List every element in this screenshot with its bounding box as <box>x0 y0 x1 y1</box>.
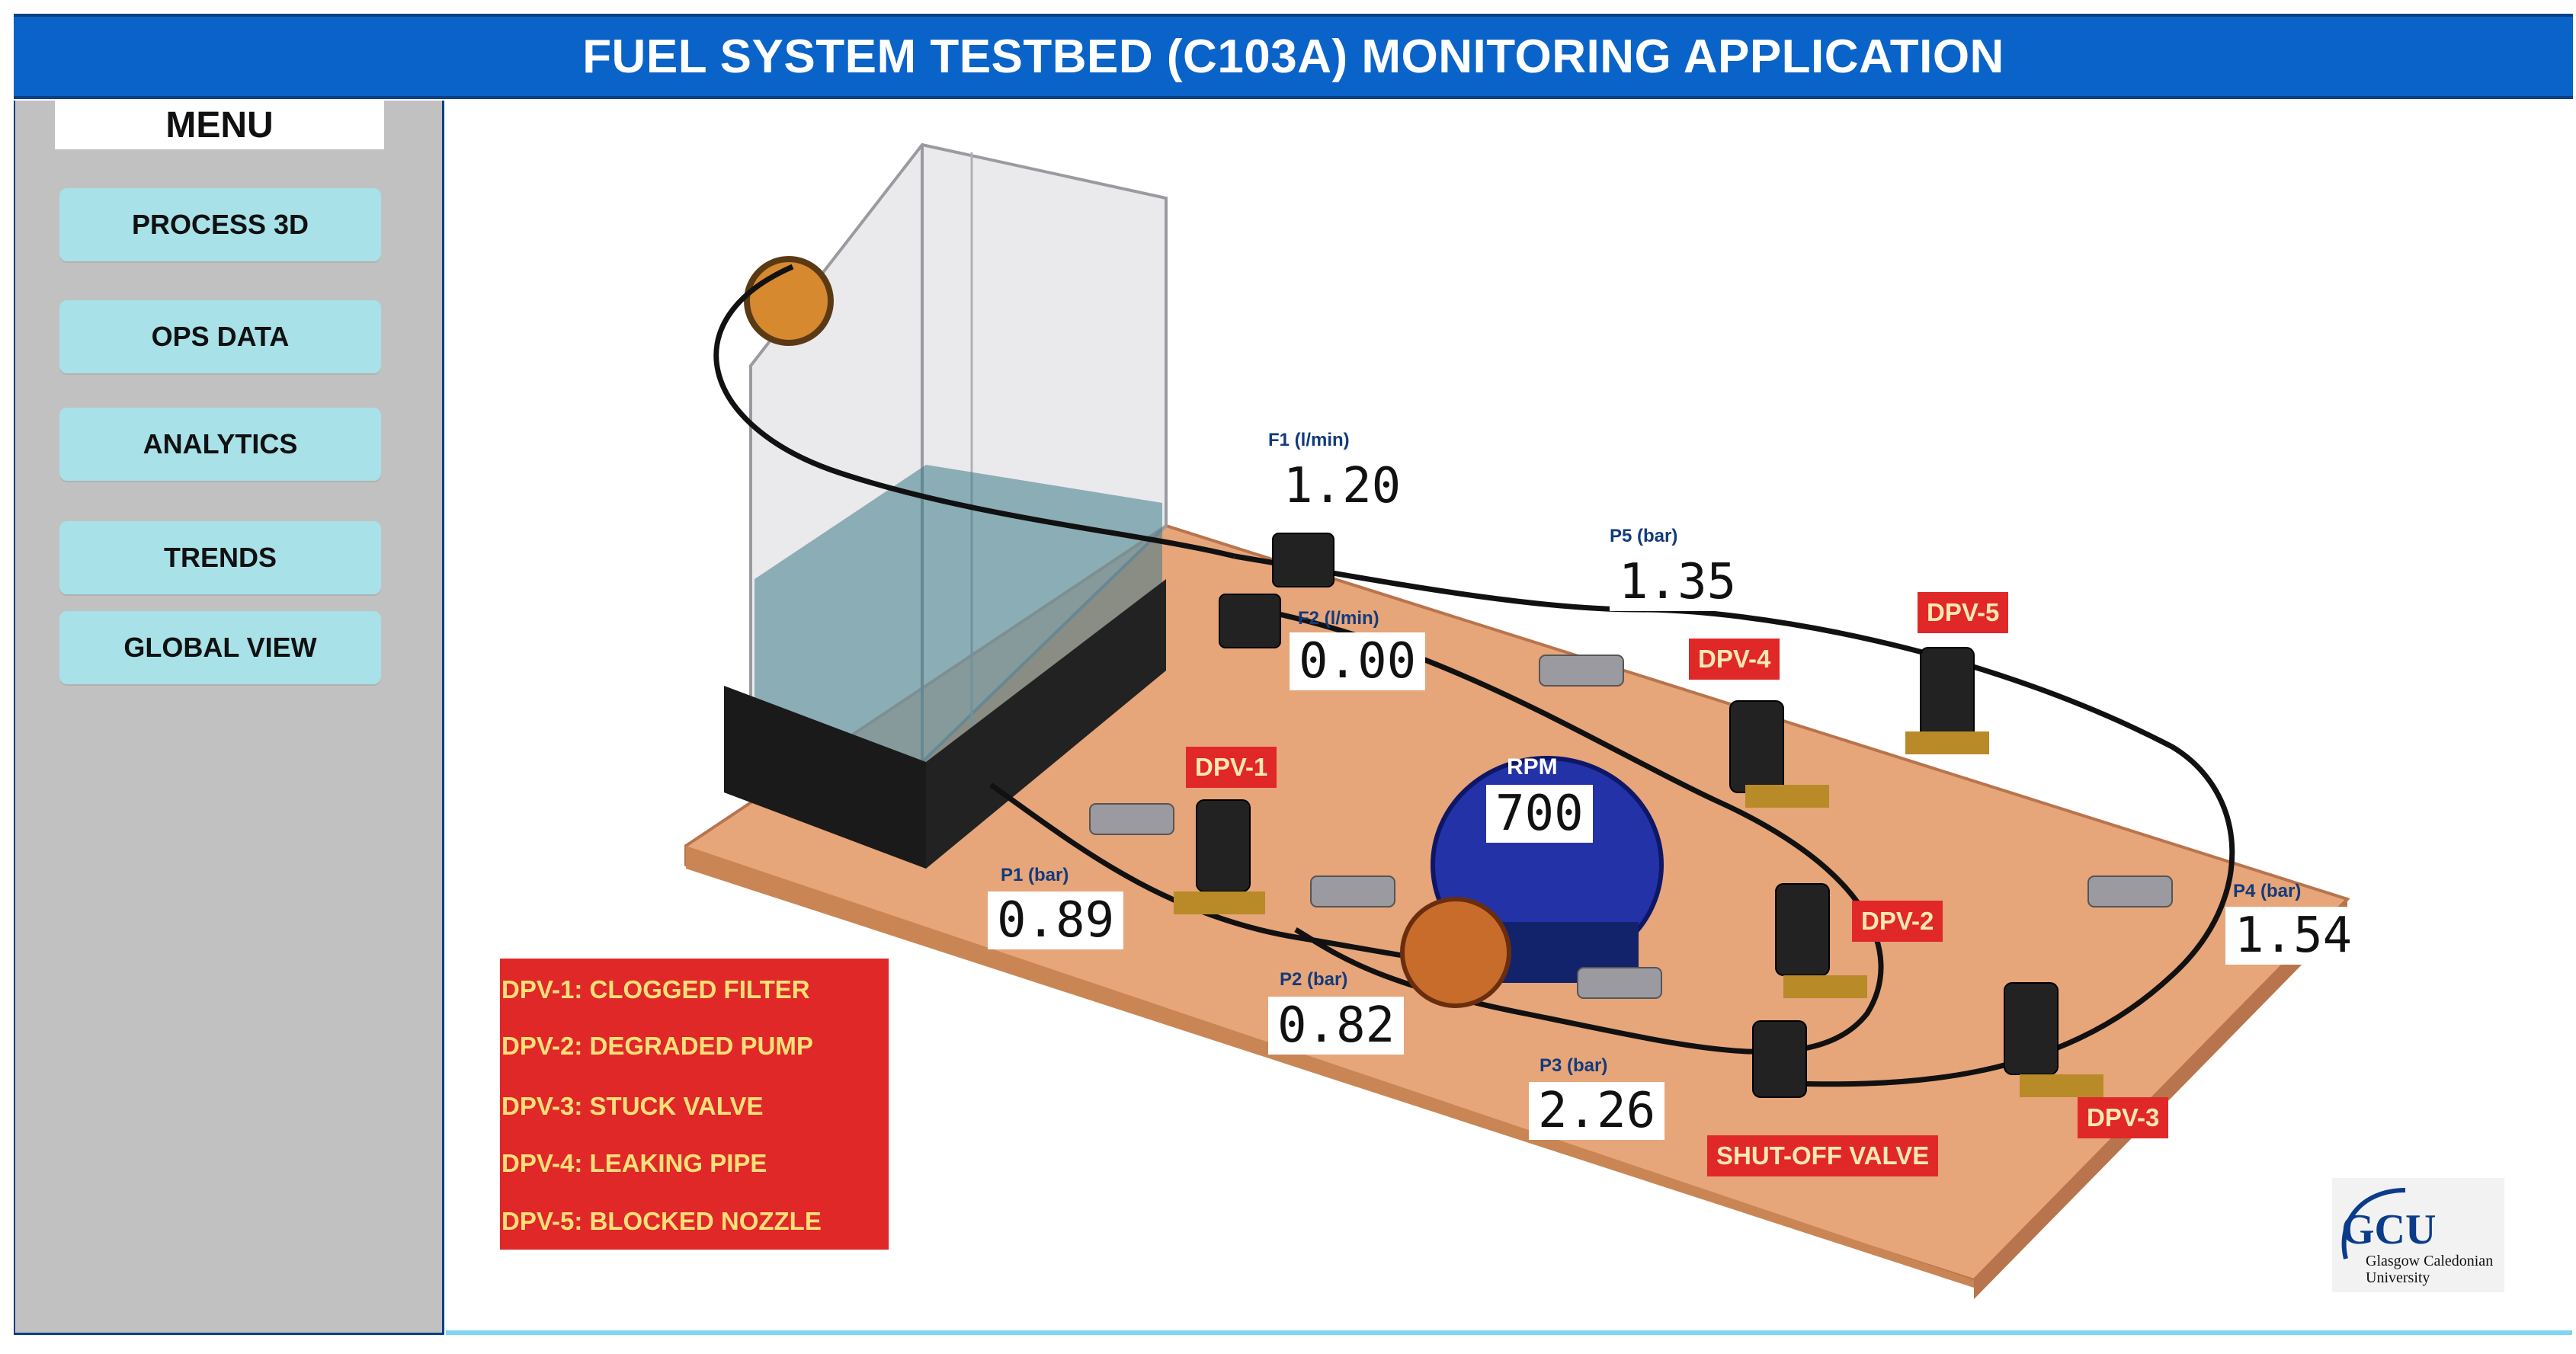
readout-p4: 1.54 <box>2225 907 2362 965</box>
fuel-tank <box>724 142 1168 869</box>
label-f2: F2 (l/min) <box>1298 608 1379 629</box>
pressure-sensor-p3 <box>1577 967 1662 999</box>
menu-button-ops-data[interactable]: OPS DATA <box>59 300 381 373</box>
gcu-logo: GCU Glasgow Caledonian University <box>2332 1178 2504 1292</box>
valve-dpv2 <box>1775 883 1830 976</box>
return-hose <box>713 264 1235 559</box>
menu-button-global-view[interactable]: GLOBAL VIEW <box>59 611 381 684</box>
legend-item-dpv3: DPV-3: STUCK VALVE <box>501 1092 764 1120</box>
label-p3: P3 (bar) <box>1540 1055 1608 1076</box>
label-p2: P2 (bar) <box>1280 969 1348 990</box>
shutoff-valve-body <box>1752 1020 1807 1098</box>
valve-dpv4 <box>1729 700 1784 793</box>
label-f1: F1 (l/min) <box>1268 430 1350 450</box>
legend-item-dpv5: DPV-5: BLOCKED NOZZLE <box>501 1207 822 1235</box>
label-p4: P4 (bar) <box>2233 881 2302 901</box>
readout-p3: 2.26 <box>1529 1082 1665 1140</box>
tag-dpv1: DPV-1 <box>1186 747 1277 788</box>
readout-p5: 1.35 <box>1610 553 1746 611</box>
tag-dpv3: DPV-3 <box>2078 1097 2169 1138</box>
readout-p1: 0.89 <box>988 891 1124 949</box>
label-p1: P1 (bar) <box>1001 865 1069 885</box>
menu-button-process-3d[interactable]: PROCESS 3D <box>59 188 381 261</box>
logo-line2: University <box>2366 1269 2430 1286</box>
label-rpm: RPM <box>1507 754 1558 779</box>
legend-item-dpv1: DPV-1: CLOGGED FILTER <box>501 975 810 1003</box>
menu-button-trends[interactable]: TRENDS <box>59 521 381 594</box>
app-title: FUEL SYSTEM TESTBED (C103A) MONITORING A… <box>582 30 2004 83</box>
pressure-sensor-p1 <box>1089 803 1174 835</box>
readout-f2: 0.00 <box>1290 632 1426 690</box>
menu-button-analytics[interactable]: ANALYTICS <box>59 408 381 481</box>
logo-line1: Glasgow Caledonian <box>2366 1253 2494 1269</box>
bottom-accent-line <box>446 1330 2572 1335</box>
logo-mark: GCU <box>2341 1206 2437 1253</box>
tag-shutoff-valve: SHUT-OFF VALVE <box>1707 1135 1939 1176</box>
valve-dpv5 <box>1920 647 1975 740</box>
flow-meter-f2 <box>1219 594 1281 648</box>
valve-dpv1 <box>1196 799 1251 892</box>
pressure-sensor-p2 <box>1310 875 1395 907</box>
pressure-sensor-p5 <box>1539 655 1624 687</box>
tag-dpv2: DPV-2 <box>1852 901 1943 942</box>
legend-item-dpv4: DPV-4: LEAKING PIPE <box>501 1149 767 1177</box>
tag-dpv5: DPV-5 <box>1918 592 2009 633</box>
readout-p2: 0.82 <box>1268 997 1405 1055</box>
sidebar-menu: MENU PROCESS 3D OPS DATA ANALYTICS TREND… <box>14 101 444 1335</box>
pressure-sensor-p4 <box>2087 875 2173 907</box>
app-title-bar: FUEL SYSTEM TESTBED (C103A) MONITORING A… <box>14 14 2573 99</box>
valve-dpv3 <box>2004 982 2059 1075</box>
gcu-emblem-icon <box>2341 1188 2406 1260</box>
menu-title: MENU <box>55 101 384 149</box>
tag-dpv4: DPV-4 <box>1689 639 1780 680</box>
readout-f1: 1.20 <box>1274 457 1411 515</box>
readout-rpm: 700 <box>1486 785 1593 843</box>
legend-item-dpv2: DPV-2: DEGRADED PUMP <box>501 1032 813 1060</box>
flow-meter-f1 <box>1272 533 1334 587</box>
fault-legend: DPV-1: CLOGGED FILTER DPV-2: DEGRADED PU… <box>500 959 889 1250</box>
label-p5: P5 (bar) <box>1610 526 1678 546</box>
